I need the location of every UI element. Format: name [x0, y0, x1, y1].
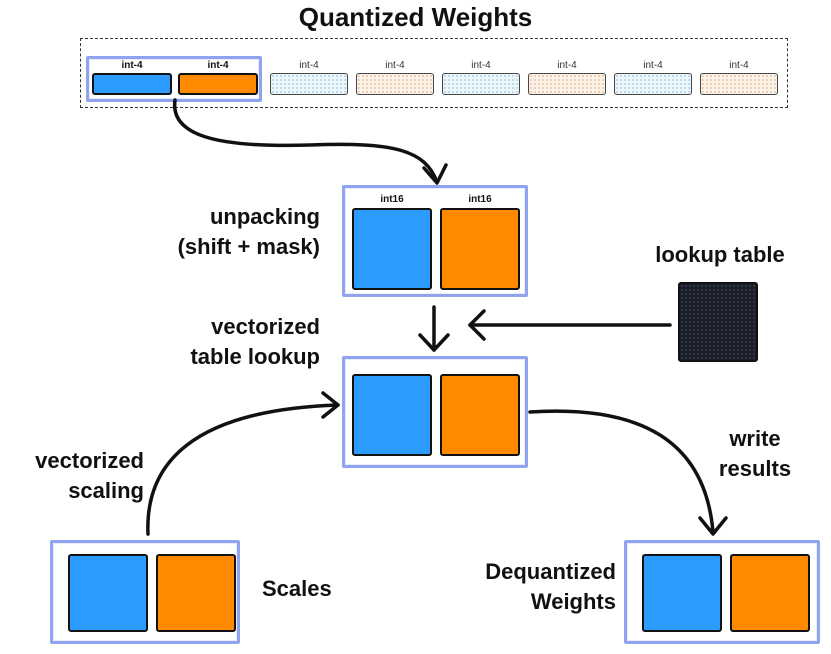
faded-label-2: int-4	[385, 60, 405, 71]
arrowhead-table-to-lookup	[468, 309, 486, 341]
unpacking-line2: (shift + mask)	[177, 234, 320, 259]
faded-label-4: int-4	[557, 60, 577, 71]
dequantized-line1: Dequantized	[485, 559, 616, 584]
diagram-title: Quantized Weights	[298, 2, 533, 32]
arrowhead-pack-to-unpack	[422, 163, 448, 185]
lookup-table-label: lookup table	[655, 242, 785, 267]
vectorized-table-line1: vectorized	[211, 314, 320, 339]
faded-int4-cell	[356, 73, 434, 95]
unpacking-line1: unpacking	[209, 204, 320, 229]
scales-label: Scales	[262, 576, 332, 601]
arrow-scales-to-lookup	[146, 403, 340, 536]
faded-label-5: int-4	[643, 60, 663, 71]
faded-int4-cell	[614, 73, 692, 95]
packed-label-2: int-4	[207, 60, 229, 71]
faded-int4-cell	[528, 73, 606, 95]
write-line2: results	[718, 456, 792, 481]
arrowhead-lookup-to-dequant	[698, 516, 728, 536]
faded-int4-cell	[442, 73, 520, 95]
vectorized-scaling-line1: vectorized	[35, 448, 144, 473]
dequantized-blue	[642, 554, 722, 632]
faded-label-3: int-4	[471, 60, 491, 71]
scales-blue	[68, 554, 148, 632]
vectorized-table-line2: table lookup	[190, 344, 320, 369]
lookup-result-orange	[440, 374, 520, 456]
write-line1: write	[729, 426, 781, 451]
dequantized-label: Dequantized Weights	[420, 557, 616, 617]
faded-label-1: int-4	[299, 60, 319, 71]
write-results-label: write results	[690, 424, 820, 484]
arrowhead-unpack-to-lookup	[418, 333, 450, 352]
unpack-label-1: int16	[380, 194, 404, 205]
arrow-pack-to-unpack	[172, 98, 439, 184]
unpack-label-2: int16	[468, 194, 492, 205]
vectorized-scaling-line2: scaling	[68, 478, 144, 503]
lookup-table-block	[678, 282, 758, 362]
packed-label-1: int-4	[121, 60, 143, 71]
quantized-weights-container	[80, 38, 788, 108]
arrow-lookup-to-dequant	[528, 409, 715, 534]
dequantized-orange	[730, 554, 810, 632]
lookup-result-blue	[352, 374, 432, 456]
unpacking-label: unpacking (shift + mask)	[150, 202, 320, 262]
vectorized-scaling-label: vectorized scaling	[4, 446, 144, 506]
vectorized-table-lookup-label: vectorized table lookup	[130, 312, 320, 372]
unpacked-int16-blue	[352, 208, 432, 290]
faded-label-6: int-4	[729, 60, 749, 71]
dequantized-line2: Weights	[530, 589, 616, 614]
faded-int4-cell	[270, 73, 348, 95]
arrowhead-scales-to-lookup	[321, 391, 340, 419]
packed-int4-orange	[178, 73, 258, 95]
faded-int4-cell	[700, 73, 778, 95]
scales-orange	[156, 554, 236, 632]
packed-int4-blue	[92, 73, 172, 95]
unpacked-int16-orange	[440, 208, 520, 290]
